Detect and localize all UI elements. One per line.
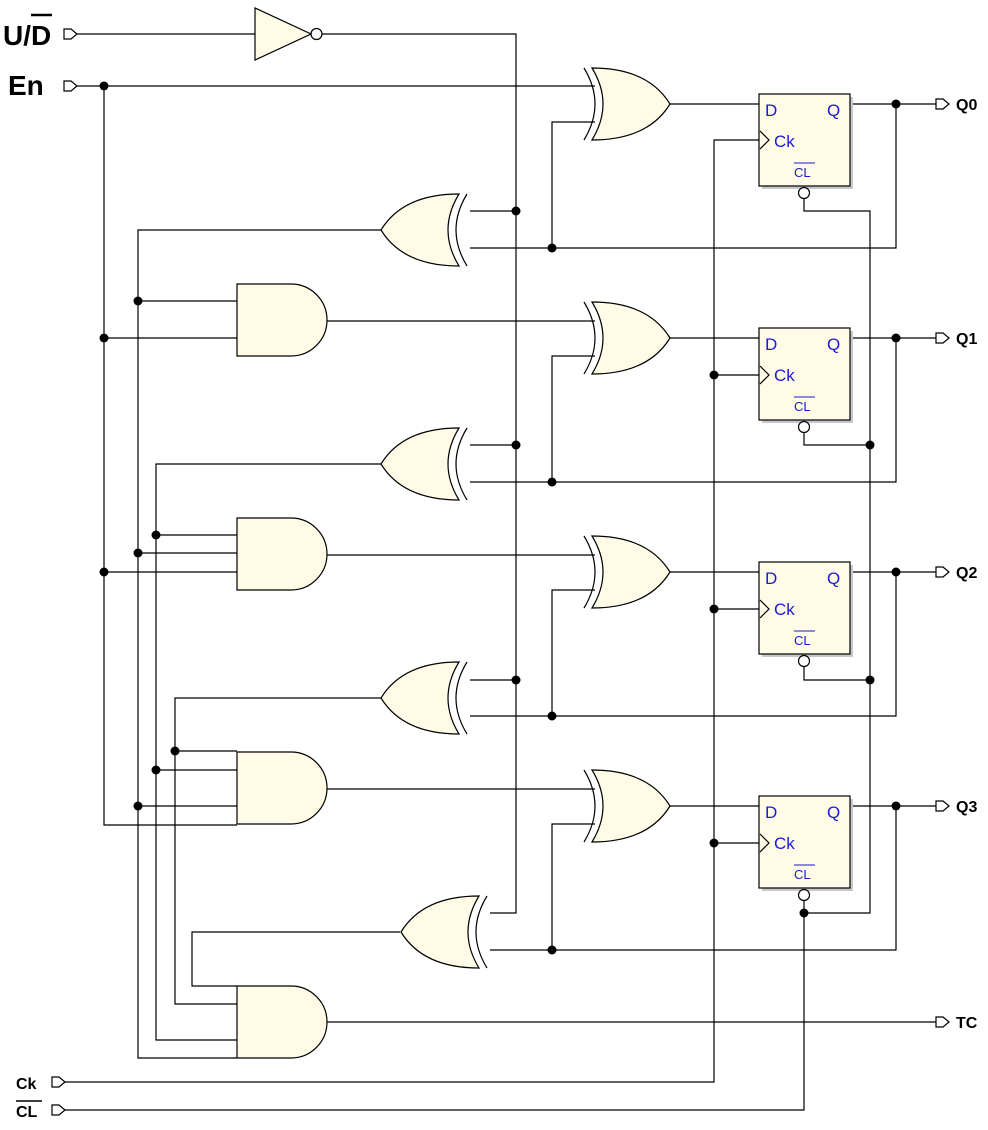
ff-ck-label: Ck [774,366,795,385]
and-gate-1 [236,283,328,357]
ff-d-label: D [765,335,777,354]
q1-label: Q1 [956,331,977,348]
ff-clear-label: CL [794,165,811,180]
d-flipflop-1: D Q Ck CL [758,327,853,434]
junction-dots [99,81,901,955]
ff-q-label: Q [827,803,840,822]
ff-q-label: Q [827,569,840,588]
enable-label: En [8,70,44,101]
d-flipflop-3: D Q Ck CL [758,795,853,902]
q3-label: Q3 [956,799,977,816]
d-flipflop-0: D Q Ck CL [758,93,853,200]
q1-output-port[interactable] [935,332,950,344]
xor-gate-direction-2 [380,661,468,735]
ff-clear-bubble [797,186,811,200]
ff-clear-label: CL [794,399,811,414]
q0-label: Q0 [956,97,977,114]
ff-d-label: D [765,101,777,120]
xor-gate-toggle-1 [583,301,671,375]
and-gate-terminal-count [236,985,328,1059]
up-down-input-port[interactable] [63,28,78,40]
ff-clear-label: CL [794,867,811,882]
clear-input-port[interactable] [51,1104,66,1116]
xor-gate-direction-3 [400,895,488,969]
ff-ck-label: Ck [774,132,795,151]
xor-gate-direction-0 [380,193,468,267]
ff-clear-bubble [797,654,811,668]
and-gate-3 [236,751,328,825]
clock-input-port[interactable] [51,1076,66,1088]
tc-output-port[interactable] [935,1016,950,1028]
enable-input-port[interactable] [63,80,78,92]
xor-gate-direction-1 [380,427,468,501]
xor-gate-toggle-0 [583,67,671,141]
xor-gate-toggle-2 [583,535,671,609]
q0-output-port[interactable] [935,98,950,110]
ff-ck-label: Ck [774,834,795,853]
inverter-bubble [310,27,323,41]
clock-label: Ck [16,1076,37,1093]
inverter-gate [254,7,323,61]
clear-label: CL [16,1104,38,1121]
ff-clear-bubble [797,420,811,434]
ff-ck-label: Ck [774,600,795,619]
and-gate-2 [236,517,328,591]
up-down-label: U/D [3,20,51,51]
ff-clear-label: CL [794,633,811,648]
q2-label: Q2 [956,565,977,582]
d-flipflop-2: D Q Ck CL [758,561,853,668]
ff-d-label: D [765,569,777,588]
q2-output-port[interactable] [935,566,950,578]
ff-d-label: D [765,803,777,822]
tc-label: TC [956,1015,978,1032]
wires [65,33,938,1111]
ff-q-label: Q [827,101,840,120]
ff-clear-bubble [797,888,811,902]
xor-gate-toggle-3 [583,769,671,843]
q3-output-port[interactable] [935,800,950,812]
ff-q-label: Q [827,335,840,354]
